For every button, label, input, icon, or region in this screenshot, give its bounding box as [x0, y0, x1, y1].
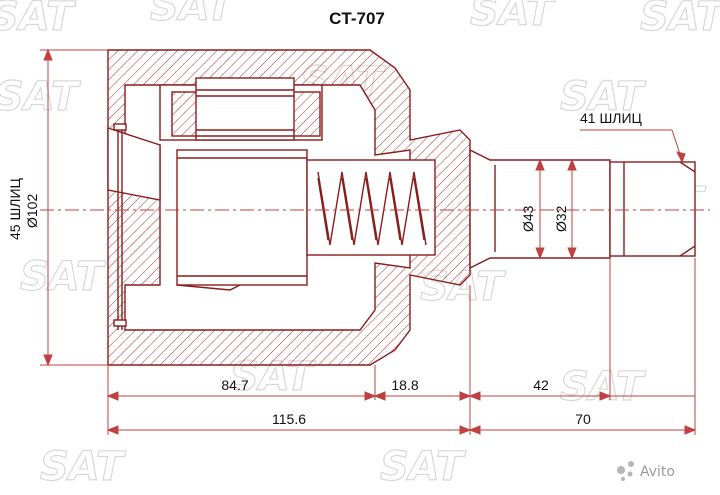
watermark-sat: SAT — [40, 444, 126, 490]
joint-housing — [107, 49, 471, 366]
dimension-lines — [40, 48, 697, 435]
dim-shaft-total: 70 — [575, 411, 591, 427]
spring — [317, 171, 427, 246]
watermark-sat: SAT — [0, 0, 76, 40]
watermark-sat: SAT — [150, 0, 236, 30]
outer-splines-label: 45 ШЛИЦ — [7, 177, 23, 240]
outer-diameter-label: Ø102 — [24, 194, 40, 228]
shaft — [469, 148, 696, 270]
avito-dot-icon — [627, 471, 633, 477]
avito-dot-icon — [617, 466, 625, 474]
avito-dot-icon — [628, 461, 634, 467]
shaft-diameter-small-label: Ø32 — [553, 205, 569, 232]
dim-shaft-length: 42 — [533, 377, 549, 393]
watermark-sat: SAT — [380, 444, 466, 490]
avito-logo: Avito — [617, 461, 675, 481]
dim-housing-neck: 18.8 — [391, 377, 418, 393]
watermark-sat: SAT — [640, 0, 720, 40]
shaft-diameter-large-label: Ø43 — [520, 205, 536, 232]
watermark-sat: SAT — [0, 74, 81, 120]
watermark-sat: SAT — [470, 0, 556, 35]
avito-dot-icon — [621, 477, 625, 481]
shaft-splines-label: 41 ШЛИЦ — [580, 110, 643, 126]
dim-housing-total: 115.6 — [272, 411, 306, 427]
watermark-sat: SAT — [560, 74, 646, 120]
dim-housing-body: 84.7 — [221, 377, 248, 393]
part-code-title: CT-707 — [329, 9, 385, 28]
watermark-sat: SAT — [560, 364, 646, 410]
avito-brand-text: Avito — [640, 464, 675, 480]
watermark-sat: SAT — [20, 254, 106, 300]
